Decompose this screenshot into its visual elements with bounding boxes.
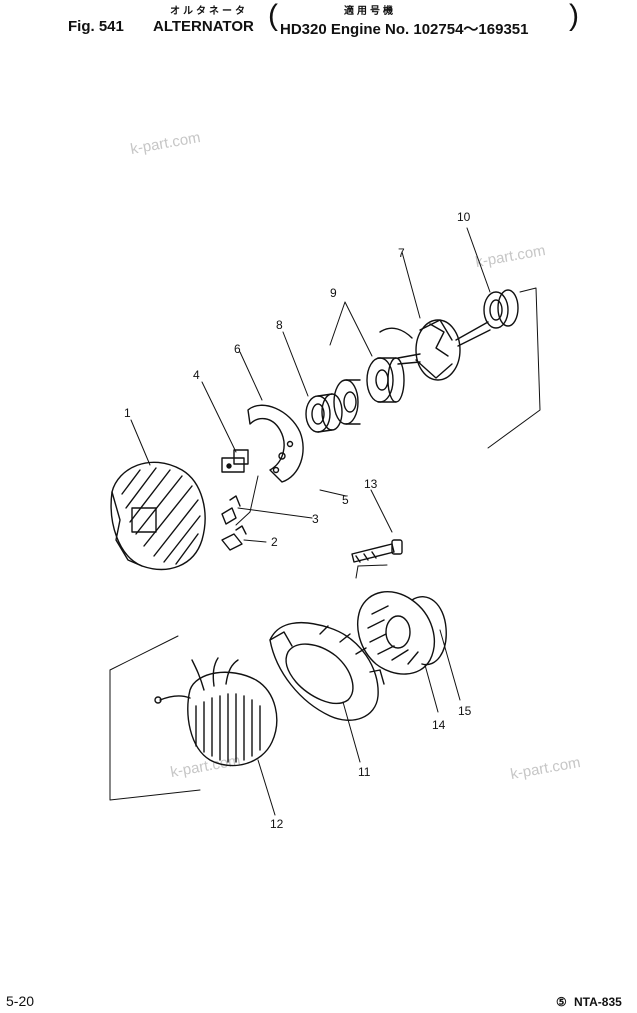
- part-number-14: 14: [432, 718, 446, 732]
- part-9-pulley-pair: [333, 357, 405, 425]
- figure-number: Fig. 541: [68, 18, 124, 35]
- part-6-plate: [247, 404, 304, 483]
- part-number-6: 6: [234, 342, 241, 356]
- part-number-5: 5: [342, 493, 349, 507]
- part-number-1: 1: [124, 406, 131, 420]
- applicability-text: HD320 Engine No. 102754～169351: [280, 21, 529, 38]
- revision-mark: ⑤: [556, 995, 567, 1009]
- part-15-pulley: [411, 596, 447, 666]
- title-japanese: オルタネータ: [170, 6, 248, 17]
- applicability-japanese: 適用号機: [344, 6, 396, 17]
- part-10-bearing: [483, 289, 519, 329]
- part-7-rotor: [379, 319, 491, 381]
- part-number-2: 2: [271, 535, 278, 549]
- left-paren: (: [268, 0, 278, 32]
- part-11-front-housing: [269, 621, 385, 721]
- part-13-bolt: [351, 539, 403, 563]
- part-4-brush-holder: [221, 449, 249, 473]
- part-number-3: 3: [312, 512, 319, 526]
- part-number-15: 15: [458, 704, 472, 718]
- part-12-stator: [154, 657, 278, 767]
- part-number-10: 10: [457, 210, 471, 224]
- right-paren: ): [569, 0, 579, 32]
- part-number-11: 11: [358, 765, 371, 779]
- part-2-terminal: [221, 525, 247, 551]
- leader-lines: [109, 227, 541, 816]
- figure-title: ALTERNATOR: [153, 18, 254, 35]
- part-3-terminal: [221, 495, 241, 525]
- part-number-9: 9: [330, 286, 337, 300]
- page-number: 5-20: [6, 993, 35, 1009]
- part-14-fan: [357, 591, 435, 675]
- part-8-bearing: [305, 393, 343, 433]
- part-number-4: 4: [193, 368, 200, 382]
- part-number-13: 13: [364, 477, 378, 491]
- part-number-8: 8: [276, 318, 283, 332]
- part-1-rear-cover: [110, 461, 206, 570]
- drawing-code: NTA-835: [574, 995, 622, 1009]
- part-number-12: 12: [270, 817, 284, 831]
- part-number-7: 7: [398, 246, 405, 260]
